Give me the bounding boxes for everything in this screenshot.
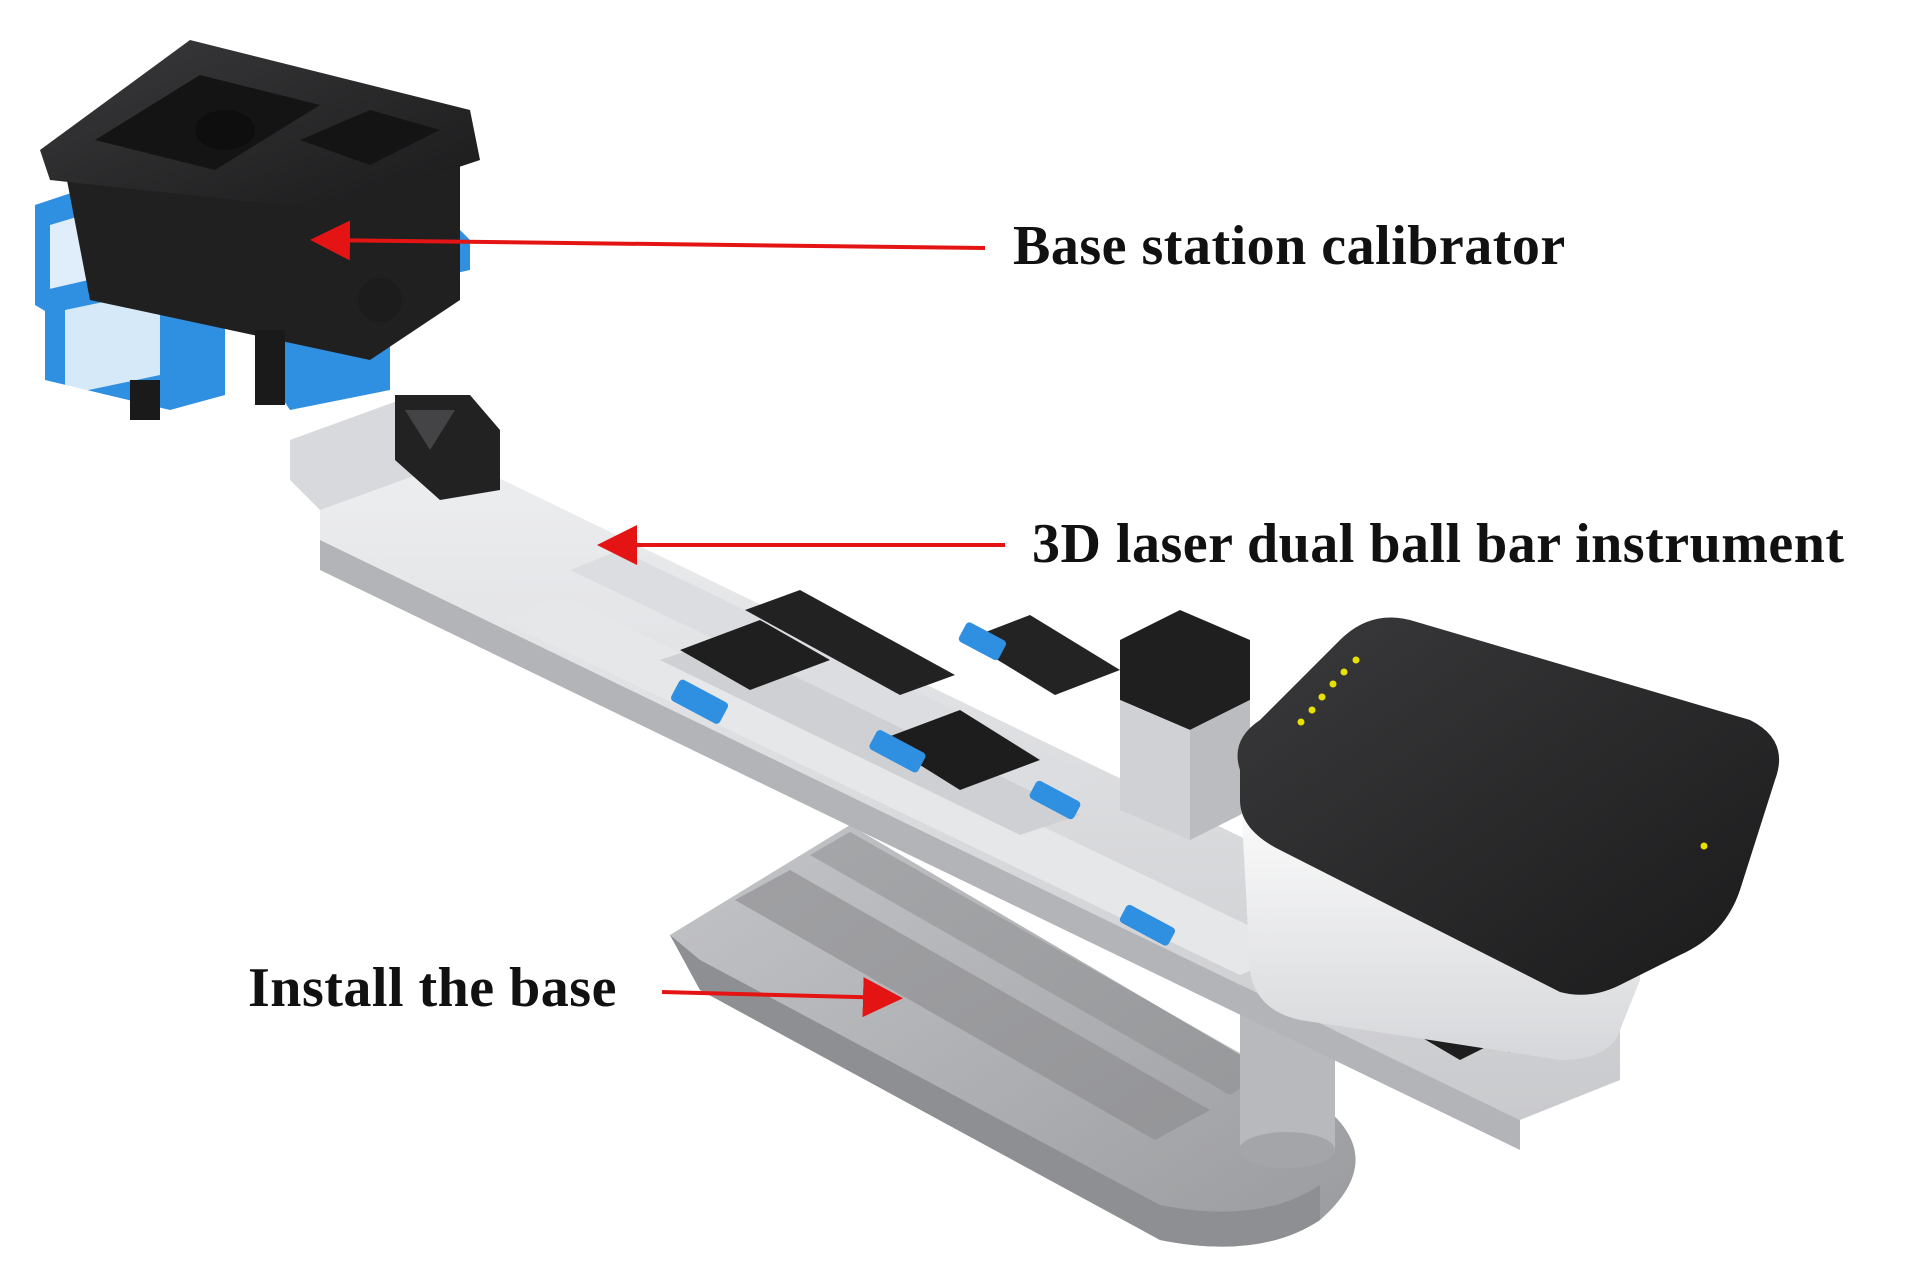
ballbar-instrument-label: 3D laser dual ball bar instrument (1032, 513, 1845, 575)
indicator-led (1700, 842, 1708, 850)
laser-head-housing (1120, 610, 1250, 840)
instrument-main-unit (1237, 617, 1780, 1060)
indicator-led (1308, 706, 1316, 714)
install-base-label: Install the base (248, 957, 617, 1019)
base-arrow (661, 977, 903, 1018)
calibrator-label: Base station calibrator (1013, 215, 1566, 277)
laser-head-bracket (290, 395, 500, 510)
indicator-led (1329, 680, 1337, 688)
callout-arrows (310, 220, 1005, 1018)
calibrator-arrow (310, 220, 986, 261)
base-station-calibrator (35, 40, 480, 420)
install-base (670, 825, 1356, 1247)
indicator-led (1340, 668, 1348, 676)
indicator-led (1297, 718, 1305, 726)
indicator-led (1318, 693, 1326, 701)
indicator-led (1352, 656, 1360, 664)
